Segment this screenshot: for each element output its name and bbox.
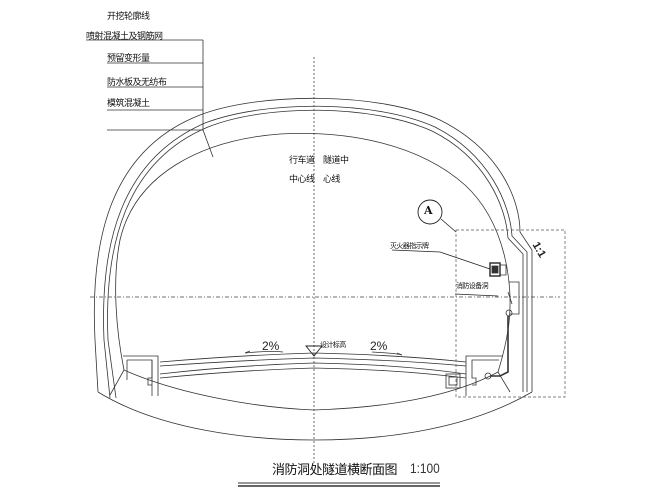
label-extinguisher-sign: 灭火器指示牌 — [390, 242, 429, 250]
drawing-title: 消防洞处隧道横断面图 — [272, 463, 398, 478]
slope-arrows — [244, 350, 403, 356]
cross-slope-left: 2% — [262, 339, 280, 353]
label-tunnel-centerline-2: 心线 — [323, 175, 341, 185]
inner-lining-line — [115, 133, 511, 373]
road-surface — [159, 352, 467, 379]
equipment-leaders — [391, 218, 499, 297]
label-excavation-outline: 开挖轮廓线 — [107, 12, 150, 22]
excavation-outline — [93, 97, 533, 393]
label-tunnel-centerline-1: 隧道中 — [323, 156, 349, 166]
detail-marker-label: A — [424, 204, 433, 217]
layer-label-leader-lines — [86, 39, 214, 158]
invert-outer-line — [97, 391, 533, 441]
detail-box-a — [455, 229, 566, 398]
fire-equipment — [484, 262, 520, 380]
label-cast-concrete: 模筑混凝土 — [107, 99, 150, 109]
label-shotcrete-mesh: 喷射混凝土及钢筋网 — [86, 32, 163, 42]
left-curb-drain — [123, 355, 159, 396]
drawing-scale: 1:100 — [410, 460, 440, 476]
label-design-elevation: 设计标高 — [320, 341, 346, 349]
cross-slope-right: 2% — [370, 339, 388, 353]
label-fire-equipment-cabinet: 消防设备洞 — [456, 282, 489, 290]
label-reserved-deformation: 预留变形量 — [107, 54, 150, 64]
right-curb-drain — [445, 355, 503, 396]
label-roadway-centerline-2: 中心线 — [289, 175, 315, 185]
detail-marker-circle — [417, 199, 443, 225]
label-roadway-centerline-1: 行车道 — [289, 156, 315, 166]
shotcrete-line — [103, 105, 528, 399]
label-waterproof-membrane: 防水板及无纺布 — [107, 78, 167, 88]
elevation-triangle-icon — [305, 345, 323, 357]
waterproof-line — [107, 109, 524, 399]
